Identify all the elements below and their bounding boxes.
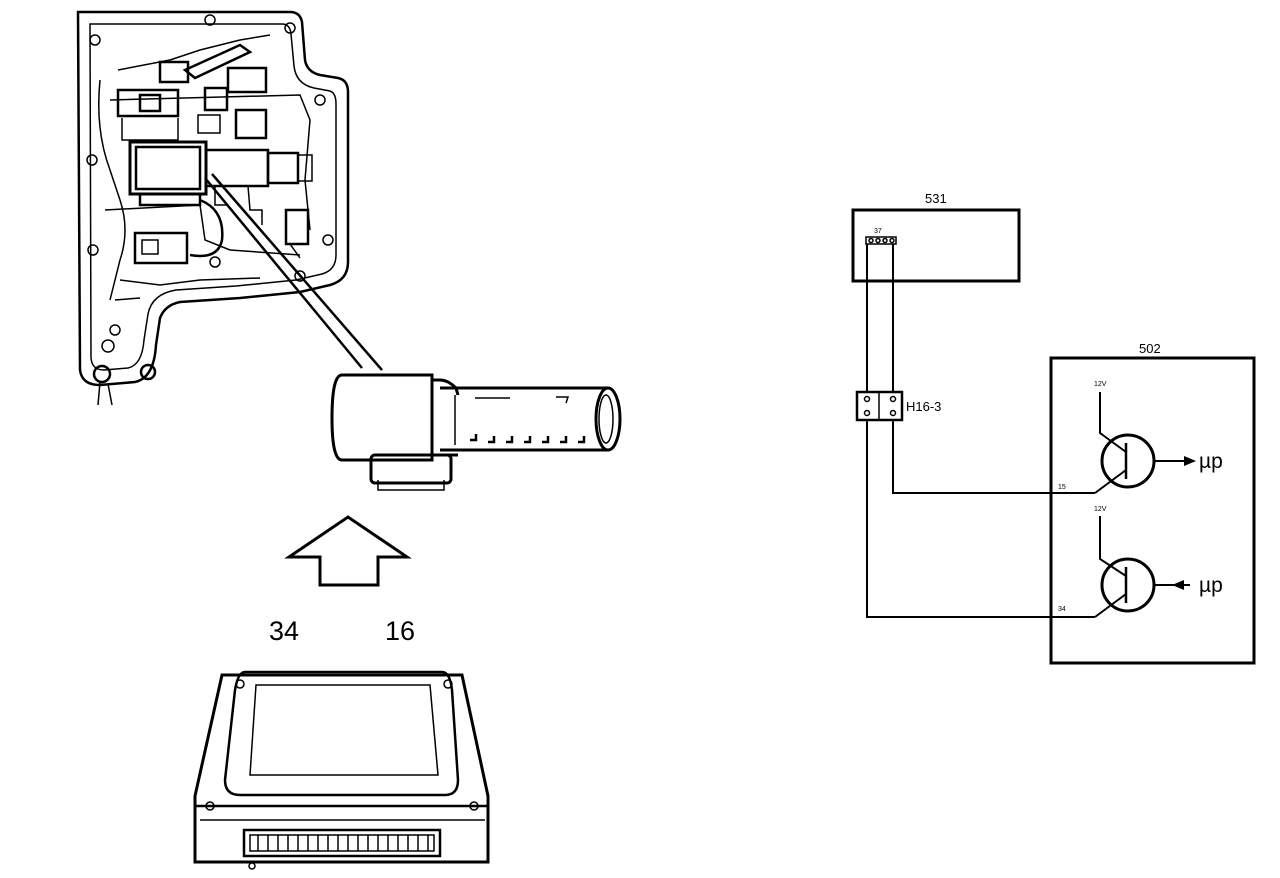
control-module (193, 670, 490, 870)
upper-output-arrow-icon (1184, 456, 1196, 466)
lower-transistor-output: µp (1199, 574, 1223, 597)
upper-transistor-symbol (1100, 433, 1156, 489)
arrow-pin-right: 16 (385, 616, 415, 646)
wiring-schematic: 531 37 H16-3 502 12V (851, 191, 1256, 665)
solenoid-enlarged (330, 373, 622, 491)
lower-transistor-supply: 12V (1094, 506, 1107, 513)
lower-transistor-pin: 34 (1058, 606, 1066, 613)
lower-transistor-symbol (1100, 557, 1156, 613)
box-531 (851, 208, 1021, 283)
box-531-pin-connector (865, 236, 897, 245)
connector-h16-3-label: H16-3 (906, 399, 941, 414)
arrow-pin-left: 34 (269, 616, 299, 646)
upper-transistor-supply: 12V (1094, 381, 1107, 388)
box-531-pin-label: 37 (874, 228, 882, 235)
upper-transistor-pin: 15 (1058, 484, 1066, 491)
box-502-label: 502 (1139, 341, 1161, 356)
upper-transistor-output: µp (1199, 450, 1223, 473)
lower-transistor: 12V 34 µp (1058, 506, 1223, 618)
lower-output-arrow-icon (1172, 580, 1184, 590)
valve-body-illustration (76, 10, 383, 406)
box-531-label: 531 (925, 191, 947, 206)
up-arrow-icon (284, 515, 412, 587)
box-502 (1049, 356, 1256, 665)
upper-transistor: 12V 15 µp (1058, 381, 1223, 494)
